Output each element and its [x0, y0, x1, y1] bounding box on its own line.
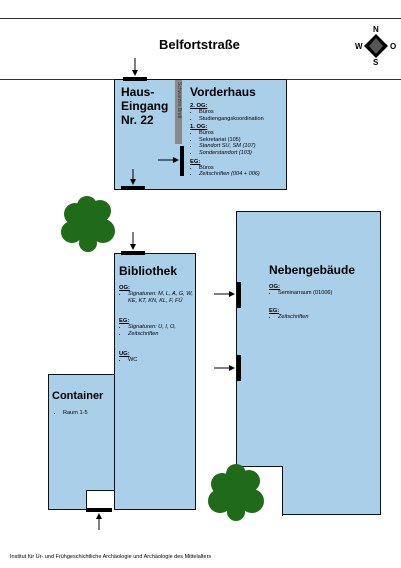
bibliothek-floor-list: OG: Signaturen: M, L, A, G, W, KE, KT, K… — [119, 283, 193, 364]
container-notch — [86, 490, 114, 511]
entrance-label-line1: Haus- — [121, 85, 155, 99]
vorderhaus-main-door — [123, 77, 147, 81]
entrance-label-line3: Nr. 22 — [121, 113, 154, 127]
room-item: Büros — [199, 165, 286, 172]
vorderhaus-floor-eg-label: EG: — [190, 158, 201, 165]
compass-south: S — [373, 58, 379, 67]
compass-north: N — [373, 25, 379, 34]
tree-icon — [61, 196, 115, 252]
vorderhaus-building — [114, 79, 287, 190]
nebengebaeude-upper-door — [237, 282, 241, 308]
room-item: Büros — [199, 109, 286, 116]
nebengebaeude-lower-door — [237, 355, 241, 381]
bibliothek-north-door — [121, 251, 145, 255]
vorderhaus-side-door — [180, 146, 184, 176]
bibliothek-floor-ug-items: WC — [119, 357, 193, 364]
nebengebaeude-floor-eg-label: EG: — [269, 307, 280, 314]
nebengebaeude-floor-list: OG: Seminarraum (01006) EG: Zeitschrifte… — [269, 282, 377, 320]
room-item: Sekretariat (105) — [199, 137, 286, 144]
compass-east: O — [390, 42, 397, 51]
room-item: Studiengangskoordination — [199, 116, 286, 123]
nebengebaeude-floor-og-items: Seminarraum (01006) — [269, 290, 377, 297]
signature-item: Signaturen: M, L, A, G, W, KE, KT, KN, K… — [128, 291, 193, 304]
vorderhaus-rear-door — [121, 186, 145, 190]
container-building — [48, 374, 115, 510]
room-item: WC — [128, 357, 193, 364]
notice-board: Schwarzes Brett — [175, 80, 182, 144]
bibliothek-title: Bibliothek — [119, 264, 178, 278]
notice-board-label: Schwarzes Brett — [176, 82, 182, 119]
nebengebaeude-notch — [236, 466, 283, 516]
room-item: Raum 1-5 — [63, 410, 88, 417]
bibliothek-floor-ug-label: UG: — [119, 351, 130, 358]
container-room-list: Raum 1-5 — [54, 410, 88, 417]
room-item: Sonderstandort (103) — [199, 150, 286, 157]
bibliothek-floor-eg-label: EG: — [119, 318, 130, 325]
nebengebaeude-floor-og-label: OG: — [269, 284, 280, 290]
room-item: Standort SU, SM (107) — [199, 143, 286, 150]
vorderhaus-floor-eg-items: Büros Zeitschriften (004 + 006) — [190, 165, 286, 178]
signature-item: Zeitschriften — [128, 331, 193, 338]
street-name: Belfortstraße — [159, 37, 240, 52]
compass-west: W — [355, 42, 363, 51]
vorderhaus-floor-1og-items: Büros Sekretariat (105) Standort SU, SM … — [190, 130, 286, 156]
room-item: Büros — [199, 130, 286, 137]
room-item: Seminarraum (01006) — [278, 290, 377, 297]
vorderhaus-floor-1og-label: 1. OG: — [190, 124, 208, 131]
vorderhaus-floor-2og-label: 2. OG: — [190, 103, 208, 109]
vorderhaus-title: Vorderhaus — [190, 85, 256, 99]
vorderhaus-floor-list: 2. OG: Büros Studiengangskoordination 1.… — [190, 101, 286, 178]
container-south-door — [86, 508, 112, 512]
bibliothek-floor-og-items: Signaturen: M, L, A, G, W, KE, KT, KN, K… — [119, 291, 193, 304]
nebengebaeude-title: Nebengebäude — [269, 263, 356, 277]
entrance-label-line2: Eingang — [121, 99, 169, 113]
room-item: Zeitschriften (004 + 006) — [199, 171, 286, 178]
bibliothek-floor-eg-items: Signaturen: U, I, O, Zeitschriften — [119, 324, 193, 337]
nebengebaeude-building — [236, 211, 381, 515]
bibliothek-floor-og-label: OG: — [119, 285, 130, 291]
institute-footer: Institut für Ur- und Frühgeschichtliche … — [10, 554, 212, 560]
signature-item: Signaturen: U, I, O, — [128, 324, 193, 331]
room-item: Zeitschriften — [278, 314, 377, 321]
nebengebaeude-floor-eg-items: Zeitschriften — [269, 314, 377, 321]
vorderhaus-floor-2og-items: Büros Studiengangskoordination — [190, 109, 286, 122]
container-title: Container — [52, 390, 104, 402]
